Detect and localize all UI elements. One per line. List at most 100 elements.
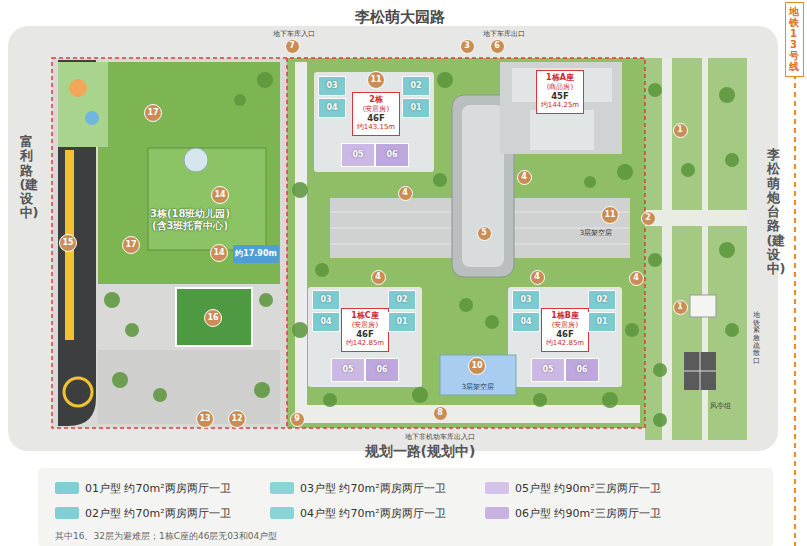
residential-plot-shape <box>530 110 594 150</box>
kindergarten-plot-shape <box>98 62 280 284</box>
building-text: 约142.85m <box>345 339 385 347</box>
kindergarten-plot-shape <box>98 350 280 424</box>
residential-plot-shape <box>308 287 422 387</box>
park-strip-shape <box>684 371 716 372</box>
entrance-label: 地下车库入口 <box>273 30 315 38</box>
legend-panel <box>38 468 773 546</box>
callout-number: 17 <box>122 236 140 254</box>
callout-text: 6 <box>494 42 500 50</box>
unit-block: 03 <box>318 76 346 96</box>
callout-number: 5 <box>477 226 492 241</box>
callout-text: 2 <box>645 214 651 222</box>
legend-swatch <box>270 482 294 494</box>
metro-line-shape <box>794 74 796 546</box>
residential-plot-shape <box>462 105 504 267</box>
building-text: (安居房) <box>345 321 385 329</box>
residential-plot-shape <box>512 68 612 102</box>
unit-number: 06 <box>576 366 587 374</box>
callout-text: 14 <box>214 191 225 199</box>
metro-line-text: 地铁13号线 <box>789 6 799 72</box>
callout-text: 5 <box>481 229 487 237</box>
kindergarten-plot-shape <box>64 378 92 406</box>
trees-shape <box>719 242 735 258</box>
trees-shape <box>725 323 739 337</box>
footnote: 其中16、32层为避难层；1栋C座的46层无03和04户型 <box>55 531 277 542</box>
park-strip-shape <box>662 58 672 440</box>
callout-text: 1 <box>677 303 683 311</box>
trees <box>104 72 739 427</box>
kindergarten-plot-shape <box>58 62 108 147</box>
legend-text: 03户型 约70m²两房两厅一卫 <box>300 481 446 496</box>
unit-number: 03 <box>326 82 337 90</box>
building-label: 2栋(安居房)46F约143.15m <box>352 92 400 136</box>
unit-number: 06 <box>376 366 387 374</box>
callout-text: 11 <box>604 211 615 219</box>
kindergarten-plot-shape <box>184 148 208 172</box>
residential-plot-shape <box>287 58 645 428</box>
trees-shape <box>412 387 428 403</box>
callout-number: 13 <box>196 410 214 428</box>
unit-number: 05 <box>342 366 353 374</box>
callout-text: 14 <box>213 249 224 257</box>
residential-plot-shape <box>500 62 622 154</box>
trees-shape <box>459 298 473 312</box>
callout-number: 16 <box>204 309 222 327</box>
unit-block: 04 <box>512 312 540 332</box>
callout-number: 14 <box>210 244 228 262</box>
unit-number: 05 <box>542 366 553 374</box>
trees-shape <box>234 94 246 106</box>
callout-number: 3 <box>460 39 475 54</box>
trees-shape <box>725 153 739 167</box>
legend-panel-shape <box>38 468 773 546</box>
residential-plot-shape <box>295 62 307 422</box>
unit-number: 05 <box>352 151 363 159</box>
residential-plot-shape <box>440 355 516 395</box>
legend-item: 05户型 约90m²三房两厅一卫 <box>485 479 661 497</box>
legend-text: 06户型 约90m²三房两厅一卫 <box>515 506 661 521</box>
callout-text: 4 <box>375 273 381 281</box>
callout-text: 8 <box>437 409 443 417</box>
trees-shape <box>625 323 639 337</box>
unit-number: 01 <box>596 318 607 326</box>
callout-text: 10 <box>471 362 482 370</box>
trees-shape <box>648 253 662 267</box>
building-text: 46F <box>545 329 585 339</box>
callout-number: 4 <box>398 186 413 201</box>
residential-plot-shape <box>295 405 640 423</box>
unit-number: 02 <box>596 296 607 304</box>
unit-block: 04 <box>312 312 340 332</box>
residential-plot-shape <box>314 72 434 172</box>
entrance-label: 地下非机动车库出入口 <box>405 433 475 441</box>
trees-shape <box>259 293 273 307</box>
unit-block: 03 <box>512 290 540 310</box>
callout-text: 3 <box>464 42 470 50</box>
site-boundary-shape <box>52 58 645 428</box>
kindergarten-plot-shape <box>85 111 99 125</box>
trees-shape <box>602 392 618 408</box>
trees-shape <box>315 263 329 277</box>
site-boundary <box>52 58 645 428</box>
road-name: 规划一路(规划中) <box>365 443 476 460</box>
ground-shape <box>8 26 778 451</box>
callout-number: 2 <box>641 211 656 226</box>
legend-swatch <box>55 482 79 494</box>
facility-label: 地铁紧急疏散口 <box>753 312 760 366</box>
trees-shape <box>584 176 596 188</box>
unit-block: 06 <box>565 358 599 382</box>
building-label: 1栋B座(安居房)46F约142.85m <box>541 308 589 352</box>
callout-number: 4 <box>629 271 644 286</box>
legend-item: 06户型 约90m²三房两厅一卫 <box>485 504 661 522</box>
trees-shape <box>719 87 735 103</box>
legend-swatch <box>485 482 509 494</box>
unit-number: 02 <box>396 296 407 304</box>
callout-text: 16 <box>207 314 218 322</box>
unit-block: 05 <box>331 358 365 382</box>
callout-text: 17 <box>125 241 136 249</box>
road-name: 李松萌炮台路(建设中) <box>767 148 780 277</box>
trees-shape <box>648 83 662 97</box>
callout-number: 14 <box>211 186 229 204</box>
callout-text: 4 <box>402 189 408 197</box>
trees-shape <box>292 182 308 198</box>
trees-shape <box>112 372 128 388</box>
callout-text: 15 <box>62 239 73 247</box>
